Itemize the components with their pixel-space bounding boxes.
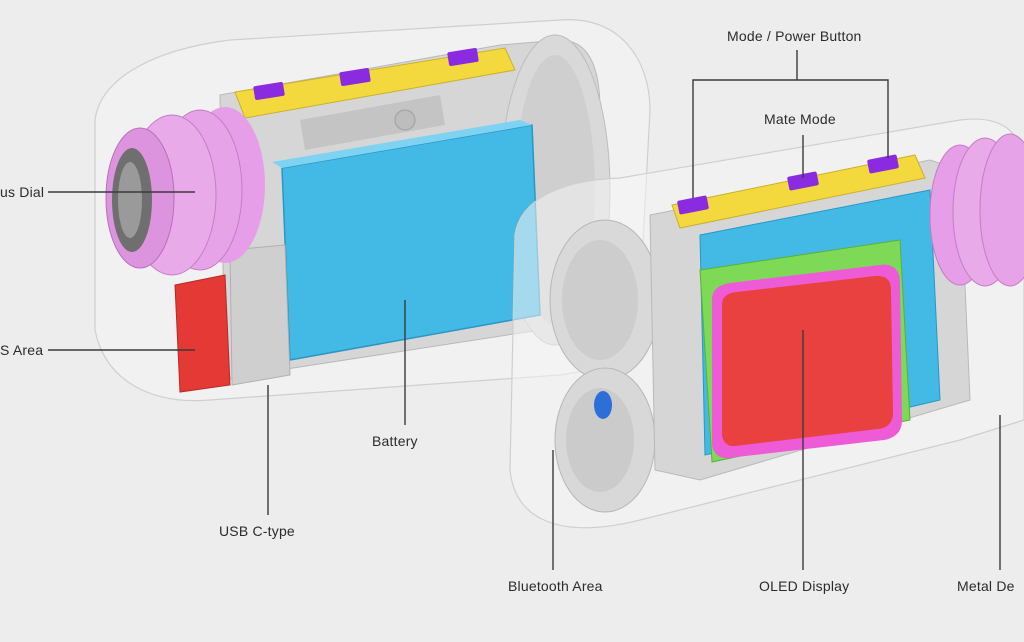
label-metal: Metal De <box>957 578 1015 594</box>
label-bluetooth: Bluetooth Area <box>508 578 603 594</box>
label-mate-mode: Mate Mode <box>764 111 836 127</box>
leader-mode-power <box>692 79 889 198</box>
right-button-2 <box>787 171 819 191</box>
label-mode-power: Mode / Power Button <box>727 28 862 44</box>
left-button-2 <box>339 68 371 86</box>
label-focus-dial: us Dial <box>0 184 45 200</box>
right-device <box>509 118 1024 529</box>
focus-dial <box>105 107 265 276</box>
label-oled: OLED Display <box>759 578 850 594</box>
right-rail <box>671 154 926 229</box>
leader-lines <box>48 50 1001 570</box>
label-gps-area: S Area <box>0 342 44 358</box>
right-button-1 <box>677 195 709 215</box>
bluetooth-knob <box>594 391 612 419</box>
gps-block <box>174 274 231 393</box>
right-button-3 <box>867 154 899 174</box>
left-button-3 <box>447 48 479 66</box>
left-rail <box>234 47 516 119</box>
label-usb: USB C-type <box>219 523 295 539</box>
left-button-1 <box>253 82 285 100</box>
right-eyepiece <box>929 133 1024 287</box>
left-device <box>94 19 651 402</box>
label-battery: Battery <box>372 433 418 449</box>
oled-screen <box>722 275 893 447</box>
